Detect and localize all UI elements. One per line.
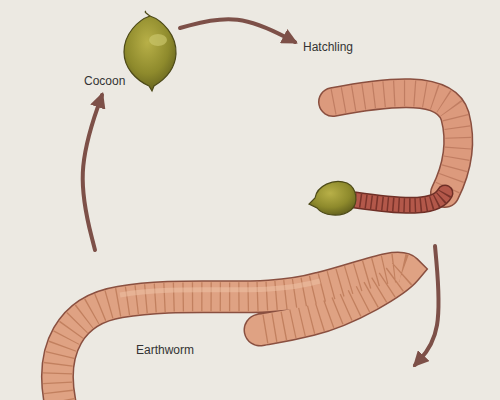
cocoon-drawing [124,11,176,91]
cycle-arrow [83,95,102,250]
cycle-arrow [415,246,439,365]
hatchling-drawing [309,93,458,215]
cocoon-stage: Cocoon [80,10,180,95]
stage-label: Earthworm [136,343,194,357]
stage-label: Hatchling [303,40,353,54]
earthworm-drawing [58,268,407,400]
earthworm-stage: Earthworm [20,250,415,400]
stage-label: Cocoon [84,74,125,88]
hatchling-stage: Hatchling [295,38,470,246]
cycle-arrow [180,19,295,42]
